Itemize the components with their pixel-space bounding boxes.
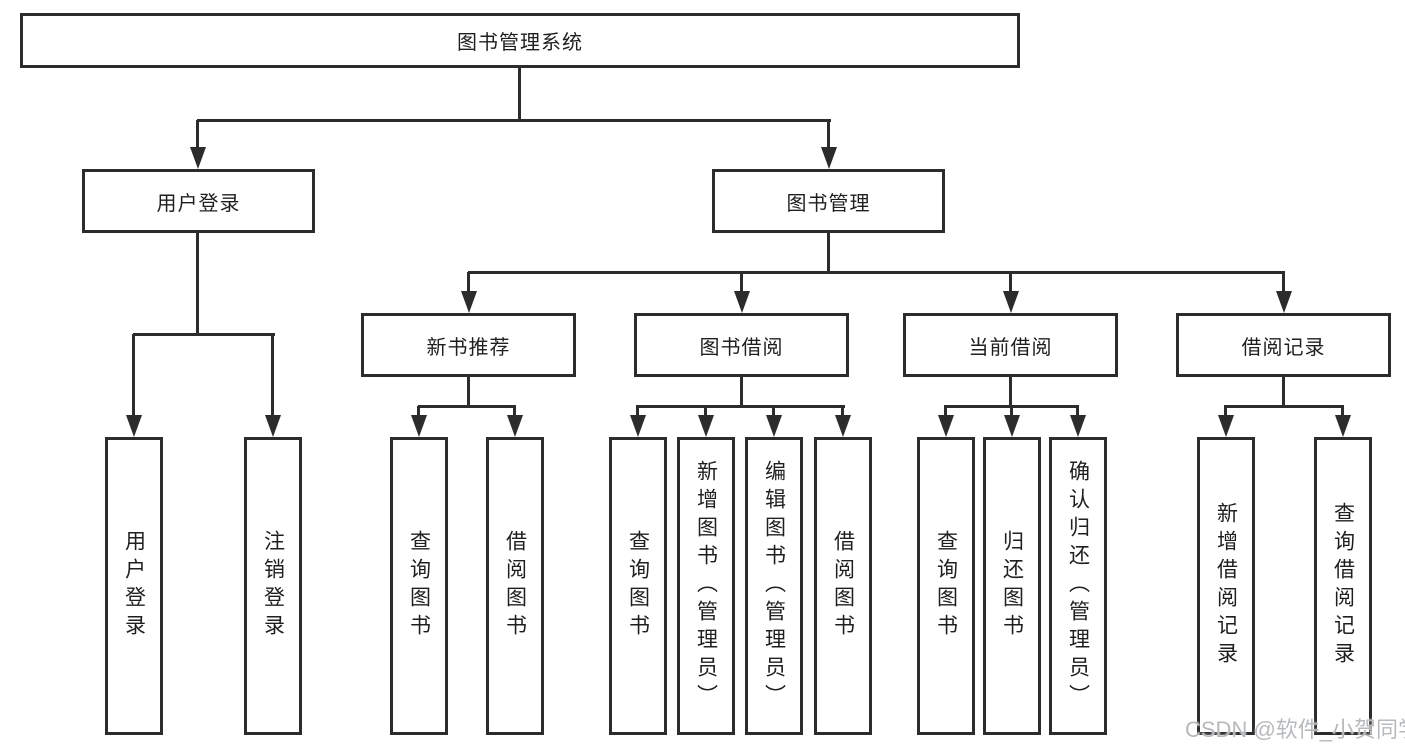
connector-user-login-stem (196, 233, 199, 334)
connector-user-login-rail (133, 333, 275, 336)
node-add-borrow-record: 新增借阅记录 (1197, 437, 1255, 735)
connector-drop-leaf (636, 406, 639, 415)
connector-level3-rail (468, 271, 1285, 274)
arrowhead-down-icon (734, 291, 750, 313)
arrowhead-down-icon (835, 415, 851, 437)
arrowhead-down-icon (126, 415, 142, 437)
connector-drop-login (132, 334, 135, 415)
node-book-management: 图书管理 (712, 169, 945, 233)
node-query-books-recommend: 查询图书 (390, 437, 448, 735)
connector-drop-borrow-records (1282, 272, 1285, 291)
arrowhead-down-icon (507, 415, 523, 437)
connector-drop-leaf (1224, 406, 1227, 415)
connector-root-stem (518, 68, 521, 120)
arrowhead-down-icon (630, 415, 646, 437)
connector-book-borrow-stem (740, 377, 743, 406)
node-user-login-leaf: 用户登录 (105, 437, 163, 735)
node-borrowing-records: 借阅记录 (1176, 313, 1391, 377)
node-query-books-current: 查询图书 (917, 437, 975, 735)
node-query-books-borrowing: 查询图书 (609, 437, 667, 735)
node-add-book-admin: 新增图书（管理员） (677, 437, 735, 735)
connector-new-book-stem (467, 377, 470, 406)
node-library-management-system: 图书管理系统 (20, 13, 1020, 68)
connector-drop-current-borrow (1009, 272, 1012, 291)
arrowhead-down-icon (1004, 415, 1020, 437)
arrowhead-down-icon (1335, 415, 1351, 437)
arrowhead-down-icon (938, 415, 954, 437)
node-current-borrowing: 当前借阅 (903, 313, 1118, 377)
arrowhead-down-icon (411, 415, 427, 437)
node-logout: 注销登录 (244, 437, 302, 735)
arrowhead-down-icon (698, 415, 714, 437)
connector-book-management-stem (827, 233, 830, 272)
node-book-borrowing: 图书借阅 (634, 313, 849, 377)
connector-drop-new-book (467, 272, 470, 291)
connector-current-borrow-stem (1009, 377, 1012, 406)
node-borrow-books-recommend: 借阅图书 (486, 437, 544, 735)
connector-drop-leaf (1076, 406, 1079, 415)
node-return-book: 归还图书 (983, 437, 1041, 735)
node-edit-book-admin: 编辑图书（管理员） (745, 437, 803, 735)
connector-borrow-records-rail (1224, 405, 1344, 408)
connector-drop-leaf (944, 406, 947, 415)
node-query-borrow-record: 查询借阅记录 (1314, 437, 1372, 735)
arrowhead-down-icon (1003, 291, 1019, 313)
node-new-book-recommendation: 新书推荐 (361, 313, 576, 377)
arrowhead-down-icon (821, 147, 837, 169)
connector-drop-leaf (841, 406, 844, 415)
arrowhead-down-icon (1276, 291, 1292, 313)
connector-drop-user-login (196, 120, 199, 147)
connector-drop-leaf (1341, 406, 1344, 415)
connector-borrow-records-stem (1282, 377, 1285, 406)
node-borrow-books-borrowing: 借阅图书 (814, 437, 872, 735)
arrowhead-down-icon (265, 415, 281, 437)
node-user-login: 用户登录 (82, 169, 315, 233)
connector-drop-book-borrow (740, 272, 743, 291)
csdn-watermark: CSDN @软件_小贺同学 (1185, 717, 1405, 742)
arrowhead-down-icon (1218, 415, 1234, 437)
arrowhead-down-icon (766, 415, 782, 437)
arrowhead-down-icon (461, 291, 477, 313)
connector-drop-leaf (704, 406, 707, 415)
connector-drop-leaf (513, 406, 516, 415)
connector-new-book-rail (418, 405, 516, 408)
node-confirm-return-admin: 确认归还（管理员） (1049, 437, 1107, 735)
connector-drop-leaf (417, 406, 420, 415)
connector-drop-logout (271, 334, 274, 415)
arrowhead-down-icon (1070, 415, 1086, 437)
connector-drop-book-management (827, 120, 830, 147)
connector-level2-rail (197, 119, 831, 122)
connector-book-borrow-rail (636, 405, 845, 408)
arrowhead-down-icon (190, 147, 206, 169)
connector-drop-leaf (1010, 406, 1013, 415)
connector-drop-leaf (772, 406, 775, 415)
